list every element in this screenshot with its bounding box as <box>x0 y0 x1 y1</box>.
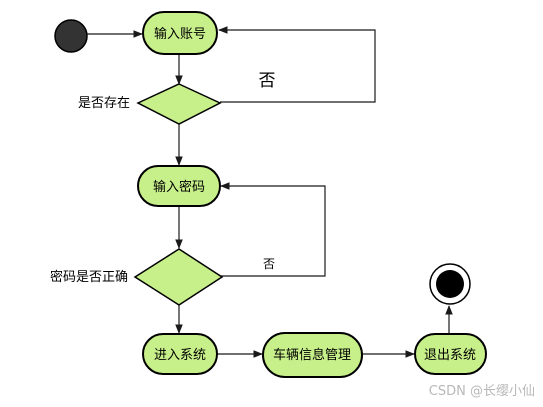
activity-exit-system-label: 退出系统 <box>424 348 476 363</box>
watermark: CSDN @长缨小仙 <box>429 384 535 399</box>
edge-label-account-no: 否 <box>259 71 276 91</box>
end-node-core <box>436 270 464 298</box>
decision-account-exists <box>136 83 222 125</box>
edge-label-password-no: 否 <box>263 257 275 271</box>
activity-input-account <box>142 11 218 55</box>
decision-password-correct-label: 密码是否正确 <box>50 269 128 285</box>
activity-input-account-label: 输入账号 <box>154 26 206 42</box>
edge-account-not-exists-loop <box>218 26 376 103</box>
activity-input-password <box>137 165 221 207</box>
activity-exit-system <box>414 333 487 375</box>
decision-account-exists-label: 是否存在 <box>78 96 130 111</box>
decision-password-correct <box>133 248 224 306</box>
activity-vehicle-management <box>262 332 363 378</box>
activity-enter-system-label: 进入系统 <box>154 348 206 363</box>
edge-password-wrong-loop <box>220 182 326 277</box>
activity-enter-system <box>142 333 218 375</box>
activity-input-password-label: 输入密码 <box>153 179 205 195</box>
activity-vehicle-management-label: 车辆信息管理 <box>273 347 351 363</box>
start-node <box>54 19 88 53</box>
